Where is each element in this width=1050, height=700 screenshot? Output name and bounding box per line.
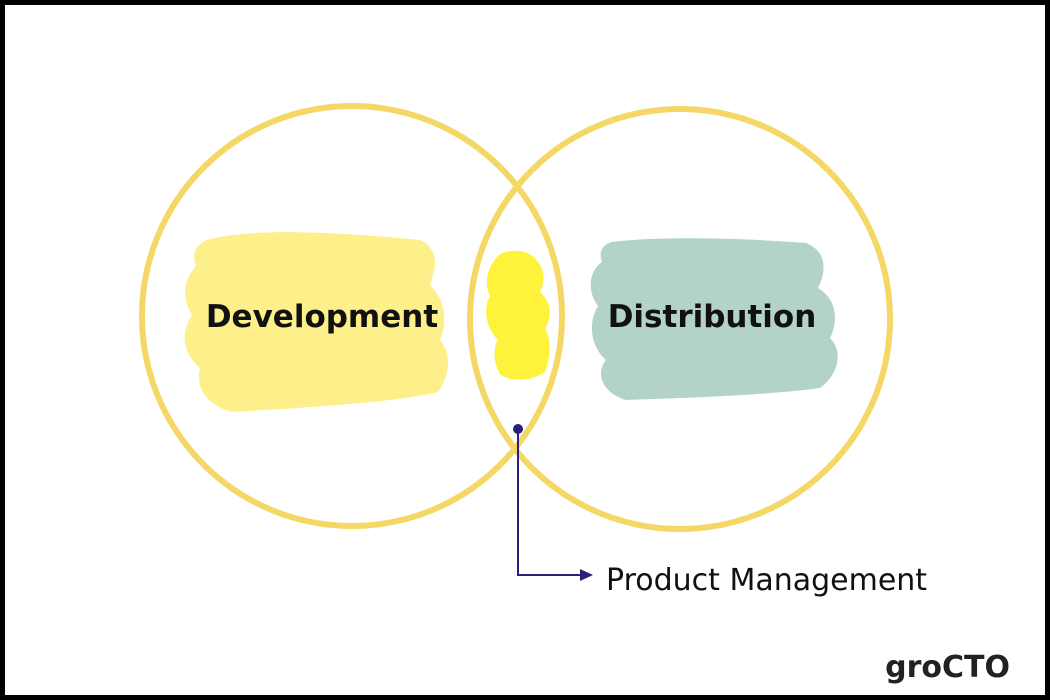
callout-label: Product Management: [606, 563, 927, 598]
development-label: Development: [206, 299, 438, 335]
callout-arrowhead: [580, 569, 593, 581]
development-circle: [139, 103, 565, 529]
intersection-highlight: [486, 250, 550, 380]
callout-connector: [517, 429, 582, 576]
distribution-circle: [467, 106, 893, 532]
grocto-logo: groCTO: [885, 650, 1010, 685]
distribution-highlight: [590, 238, 838, 400]
distribution-label: Distribution: [608, 299, 817, 335]
development-highlight: [184, 232, 449, 412]
